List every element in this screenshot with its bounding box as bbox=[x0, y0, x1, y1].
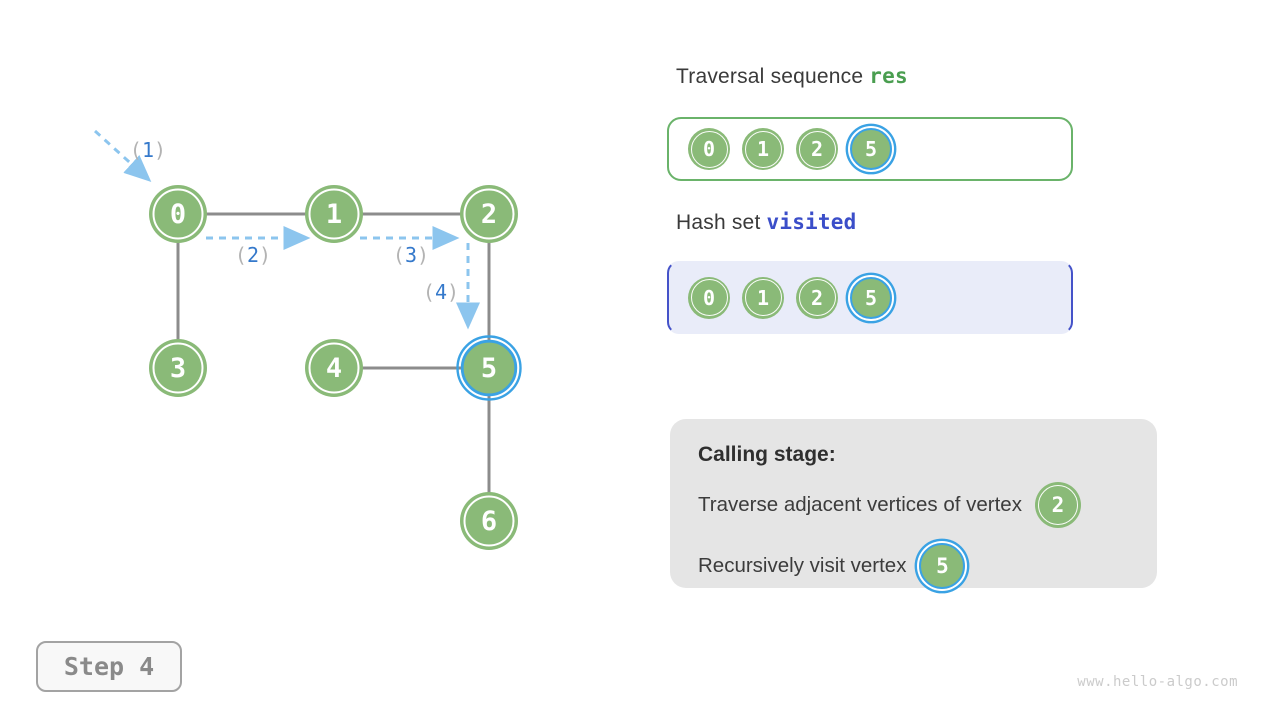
graph-node-label: 4 bbox=[326, 353, 342, 384]
graph-node-label: 5 bbox=[481, 353, 497, 384]
watermark: www.hello-algo.com bbox=[1077, 674, 1238, 690]
traversal-arrows bbox=[93, 129, 480, 330]
step-label-num: 3 bbox=[405, 243, 417, 267]
visited-item-3-highlighted: 5 bbox=[850, 276, 892, 319]
calling-line-1-node: 2 bbox=[1034, 482, 1081, 528]
calling-line-2-text: Recursively visit vertex bbox=[698, 554, 907, 577]
step-label-num: 4 bbox=[435, 280, 447, 304]
step-label-paren: ) bbox=[259, 243, 271, 267]
res-panel-title: Traversal sequence res bbox=[676, 64, 908, 89]
step-label-paren: ) bbox=[417, 243, 429, 267]
res-item-1: 1 bbox=[742, 128, 784, 170]
graph-node-label: 0 bbox=[170, 199, 186, 230]
graph-node-2: 2 bbox=[460, 185, 518, 243]
res-item-3-highlighted: 5 bbox=[850, 128, 892, 170]
step-label-paren: ( bbox=[423, 280, 435, 304]
res-item-0: 0 bbox=[688, 128, 730, 170]
step-label-num: 2 bbox=[247, 243, 259, 267]
graph-nodes: 0 1 2 3 4 5 6 bbox=[149, 185, 522, 550]
step-label-paren: ( bbox=[130, 138, 142, 162]
calling-stage-panel: Calling stage: Traverse adjacent vertice… bbox=[670, 419, 1157, 589]
step-label-num: 1 bbox=[142, 138, 154, 162]
calling-stage-line-2: Recursively visit vertex 5 bbox=[698, 543, 1131, 589]
step-label-4: (4) bbox=[423, 280, 459, 304]
step-badge: Step 4 bbox=[36, 641, 182, 692]
calling-stage-heading: Calling stage: bbox=[698, 443, 836, 466]
step-label-3: (3) bbox=[393, 243, 429, 267]
visited-item-1: 1 bbox=[742, 276, 784, 319]
graph-node-3: 3 bbox=[149, 339, 207, 397]
graph-node-0: 0 bbox=[149, 185, 207, 243]
step-label-2: (2) bbox=[235, 243, 271, 267]
step-label-paren: ( bbox=[235, 243, 247, 267]
step-label-paren: ) bbox=[154, 138, 166, 162]
res-item-2: 2 bbox=[796, 128, 838, 170]
visited-item-2: 2 bbox=[796, 276, 838, 319]
graph-node-label: 1 bbox=[326, 199, 342, 230]
traversal-step-labels: (1) (2) (3) (4) bbox=[130, 138, 459, 304]
traversal-sequence-box: 0 1 2 5 bbox=[667, 117, 1073, 181]
visited-title-text: Hash set bbox=[676, 211, 767, 234]
visited-panel-title: Hash set visited bbox=[676, 210, 856, 235]
res-title-text: Traversal sequence bbox=[676, 65, 870, 88]
calling-line-2-node-highlighted: 5 bbox=[919, 543, 966, 589]
graph-node-label: 3 bbox=[170, 353, 186, 384]
visited-item-0: 0 bbox=[688, 276, 730, 319]
calling-stage-line-1: Traverse adjacent vertices of vertex 2 bbox=[698, 482, 1131, 528]
graph-node-6: 6 bbox=[460, 492, 518, 550]
step-label-1: (1) bbox=[130, 138, 166, 162]
graph-node-4: 4 bbox=[305, 339, 363, 397]
graph-node-5-highlighted: 5 bbox=[456, 335, 522, 401]
res-code-label: res bbox=[869, 64, 908, 88]
graph-node-1: 1 bbox=[305, 185, 363, 243]
graph-node-label: 6 bbox=[481, 506, 497, 537]
graph-node-label: 2 bbox=[481, 199, 497, 230]
step-label-paren: ( bbox=[393, 243, 405, 267]
visited-code-label: visited bbox=[766, 210, 857, 234]
calling-line-1-text: Traverse adjacent vertices of vertex bbox=[698, 493, 1022, 516]
step-label-paren: ) bbox=[447, 280, 459, 304]
hash-set-box: 0 1 2 5 bbox=[667, 261, 1073, 334]
